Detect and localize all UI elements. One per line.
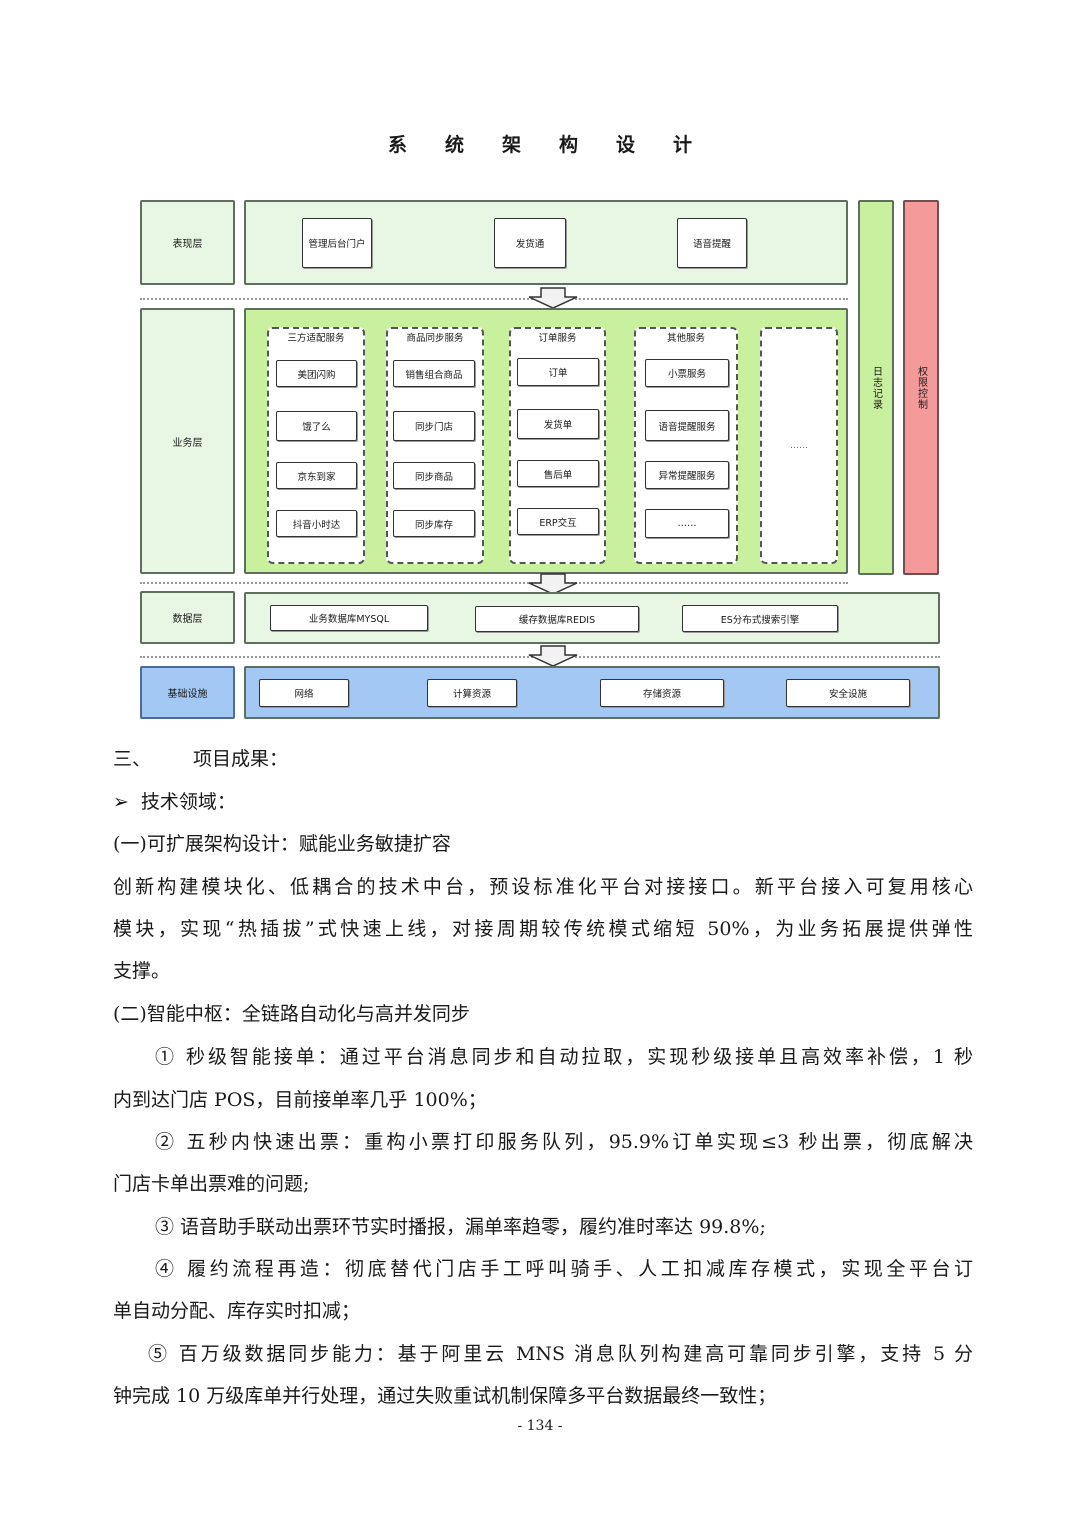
sync-inventory-box: 同步库存 xyxy=(393,510,475,537)
list-item-1-cont: 内到达门店 POS，目前接单率几乎 100%； xyxy=(113,1089,487,1111)
network-box: 网络 xyxy=(259,679,349,707)
infra-layer-label: 基础设施 xyxy=(140,666,235,719)
list-item-5: ⑤ 百万级数据同步能力：基于阿里云 MNS 消息队列构建高可靠同步引擎，支持 5… xyxy=(148,1343,973,1365)
bullet-text: 技术领域： xyxy=(140,791,236,813)
paragraph-line: 模块，实现“热插拔”式快速上线，对接周期较传统模式缩短 50%，为业务拓展提供弹… xyxy=(113,918,973,940)
jd-daojia-box: 京东到家 xyxy=(276,462,357,489)
aftersale-box: 售后单 xyxy=(517,460,599,487)
exception-service-box: 异常提醒服务 xyxy=(645,461,729,489)
list-item-3: ③ 语音助手联动出票环节实时播报，漏单率趋零，履约准时率达 99.8%; xyxy=(155,1216,766,1238)
group-title: 订单服务 xyxy=(538,333,577,344)
list-item-1: ① 秒级智能接单：通过平台消息同步和自动拉取，实现秒级接单且高效率补偿，1 秒 xyxy=(155,1046,973,1068)
down-arrow-icon xyxy=(528,573,578,595)
page-number: - 134 - xyxy=(517,1418,563,1434)
receipt-service-box: 小票服务 xyxy=(645,359,729,387)
list-item-5-cont: 钟完成 10 万级库单并行处理，通过失败重试机制保障多平台数据最终一致性； xyxy=(113,1385,777,1407)
meituan-box: 美团闪购 xyxy=(276,360,357,387)
section-title: 项目成果： xyxy=(193,748,289,770)
erp-box: ERP交互 xyxy=(517,508,599,535)
sync-store-box: 同步门店 xyxy=(393,411,475,441)
subheading-1: (一)可扩展架构设计：赋能业务敏捷扩容 xyxy=(113,833,451,855)
group-title: 商品同步服务 xyxy=(406,333,464,344)
down-arrow-icon xyxy=(528,287,578,309)
bullet-line: ➢ 技术领域： xyxy=(113,781,973,823)
auth-control-bar: 权限控制 xyxy=(903,200,939,575)
arrow-bullet-icon: ➢ xyxy=(113,791,129,813)
layer-separator xyxy=(140,298,848,300)
data-layer-label: 数据层 xyxy=(140,591,235,644)
list-item-2-cont: 门店卡单出票难的问题; xyxy=(113,1173,310,1195)
mysql-box: 业务数据库MYSQL xyxy=(270,605,428,631)
list-item-4: ④ 履约流程再造：彻底替代门店手工呼叫骑手、人工扣减库存模式，实现全平台订 xyxy=(155,1258,973,1280)
log-record-bar: 日志记录 xyxy=(858,200,894,575)
fahuotong-box: 发货通 xyxy=(494,218,566,268)
group-title: 三方适配服务 xyxy=(287,333,345,344)
presentation-layer-label: 表现层 xyxy=(140,200,235,285)
section-heading: 三、 项目成果： xyxy=(113,738,973,780)
douyin-box: 抖音小时达 xyxy=(276,510,357,537)
bundle-product-box: 销售组合商品 xyxy=(393,360,475,387)
eleme-box: 饿了么 xyxy=(276,411,357,441)
compute-box: 计算资源 xyxy=(427,679,517,707)
list-item-4-cont: 单自动分配、库存实时扣减； xyxy=(113,1300,361,1322)
group-title: 其他服务 xyxy=(666,333,705,344)
paragraph-line: 创新构建模块化、低耦合的技术中台，预设标准化平台对接接口。新平台接入可复用核心 xyxy=(113,876,973,898)
section-number: 三、 xyxy=(113,748,152,770)
shipment-box: 发货单 xyxy=(517,409,599,439)
redis-box: 缓存数据库REDIS xyxy=(475,606,639,632)
sync-product-box: 同步商品 xyxy=(393,462,475,489)
es-box: ES分布式搜索引擎 xyxy=(682,605,838,632)
voice-reminder-box: 语音提醒 xyxy=(677,218,747,268)
list-item-2: ② 五秒内快速出票：重构小票打印服务队列，95.9%订单实现≤3 秒出票，彻底解… xyxy=(155,1131,973,1153)
voice-service-box: 语音提醒服务 xyxy=(645,410,729,441)
subheading-2: (二)智能中枢：全链路自动化与高并发同步 xyxy=(113,1003,470,1025)
admin-portal-box: 管理后台门户 xyxy=(302,218,372,268)
down-arrow-icon xyxy=(528,645,578,667)
layer-separator xyxy=(140,582,848,584)
business-layer-label: 业务层 xyxy=(140,308,235,574)
paragraph-line: 支撑。 xyxy=(113,960,171,982)
security-box: 安全设施 xyxy=(786,679,910,707)
more-service-box: …… xyxy=(645,509,729,538)
diagram-title: 系统架构设计 xyxy=(387,134,730,156)
storage-box: 存储资源 xyxy=(600,679,724,707)
order-box: 订单 xyxy=(517,358,599,386)
extra-service-group: …… xyxy=(760,327,838,564)
